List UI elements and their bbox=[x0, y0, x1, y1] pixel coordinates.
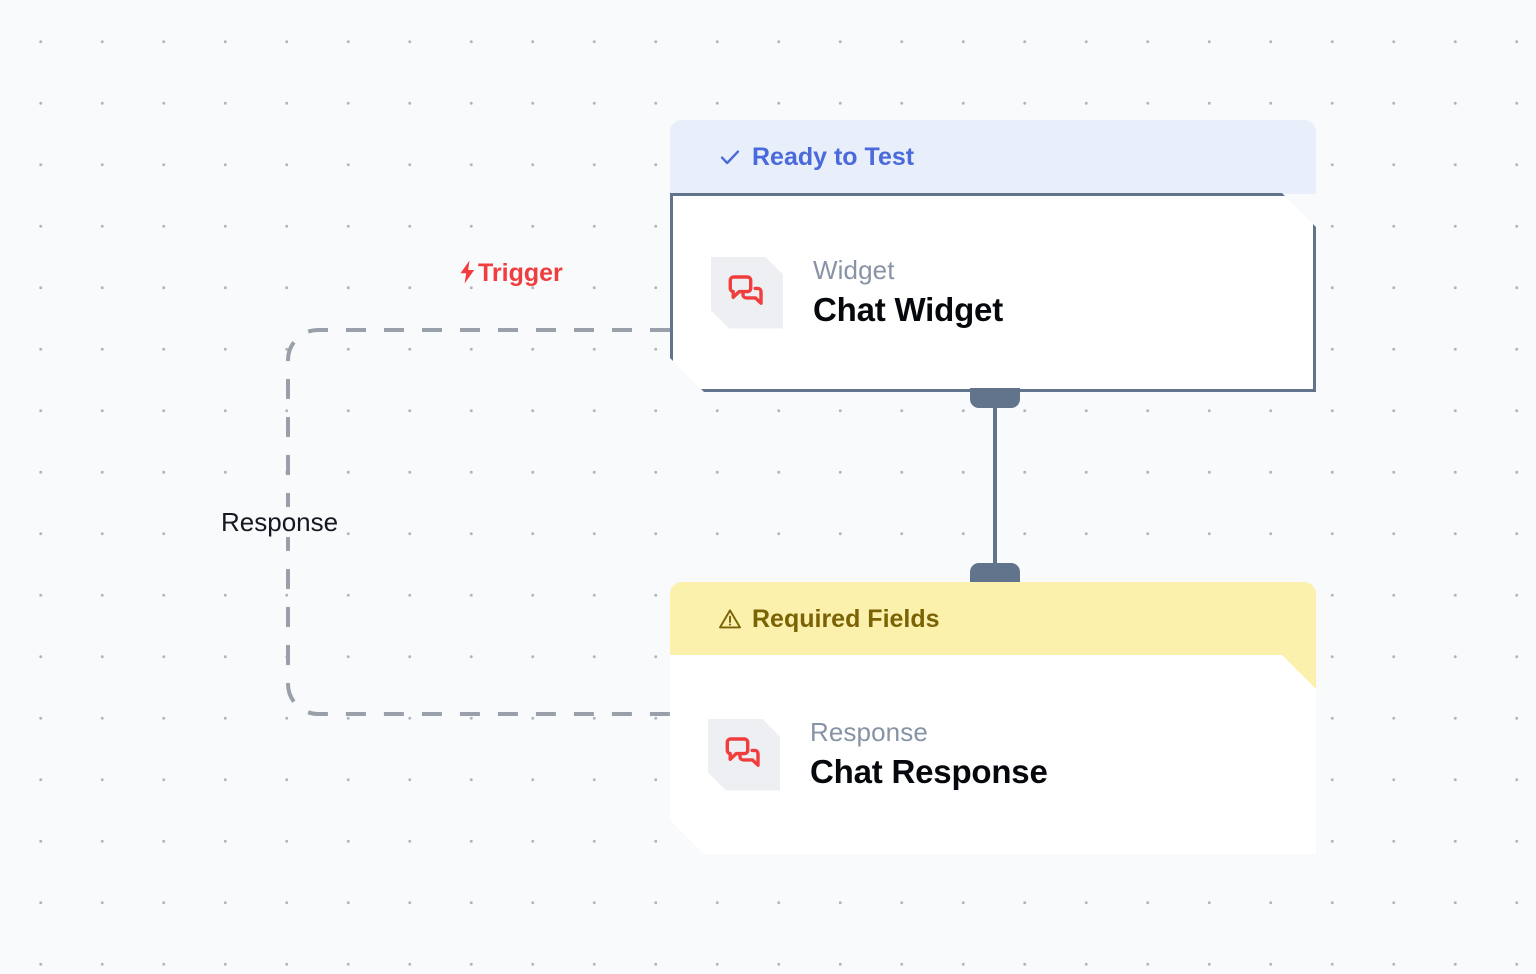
chat-widget-status-label: Ready to Test bbox=[752, 142, 915, 171]
response-trigger-dashed-path bbox=[286, 328, 670, 716]
chat-response-body[interactable]: Response Chat Response bbox=[670, 655, 1316, 854]
chat-response-title: Chat Response bbox=[810, 752, 1048, 790]
edge-label-trigger: Trigger bbox=[459, 260, 563, 286]
chat-widget-status-header[interactable]: Ready to Test bbox=[670, 120, 1316, 194]
chat-response-kind-label: Response bbox=[810, 717, 928, 748]
chat-widget-title: Chat Widget bbox=[813, 290, 1003, 328]
chat-bubbles-icon bbox=[711, 257, 783, 329]
check-icon bbox=[718, 145, 742, 169]
chat-widget-kind-label: Widget bbox=[813, 255, 895, 286]
chat-response-text-block: Response Chat Response bbox=[810, 717, 1048, 792]
chat-response-input-port[interactable] bbox=[970, 563, 1020, 583]
chat-response-status-label: Required Fields bbox=[752, 604, 940, 633]
chat-widget-node[interactable]: Ready to Test Widget Chat Widget bbox=[670, 120, 1316, 392]
edge-label-response: Response bbox=[217, 507, 343, 537]
warning-triangle-icon bbox=[718, 607, 742, 631]
lightning-bolt-icon bbox=[459, 260, 477, 286]
chat-bubbles-icon bbox=[708, 719, 780, 791]
chat-response-node[interactable]: Required Fields Response Chat Response bbox=[670, 582, 1316, 854]
chat-widget-output-port[interactable] bbox=[970, 388, 1020, 408]
edge-label-trigger-text: Trigger bbox=[478, 258, 563, 287]
chat-widget-text-block: Widget Chat Widget bbox=[813, 255, 1003, 330]
chat-widget-body[interactable]: Widget Chat Widget bbox=[670, 193, 1316, 392]
